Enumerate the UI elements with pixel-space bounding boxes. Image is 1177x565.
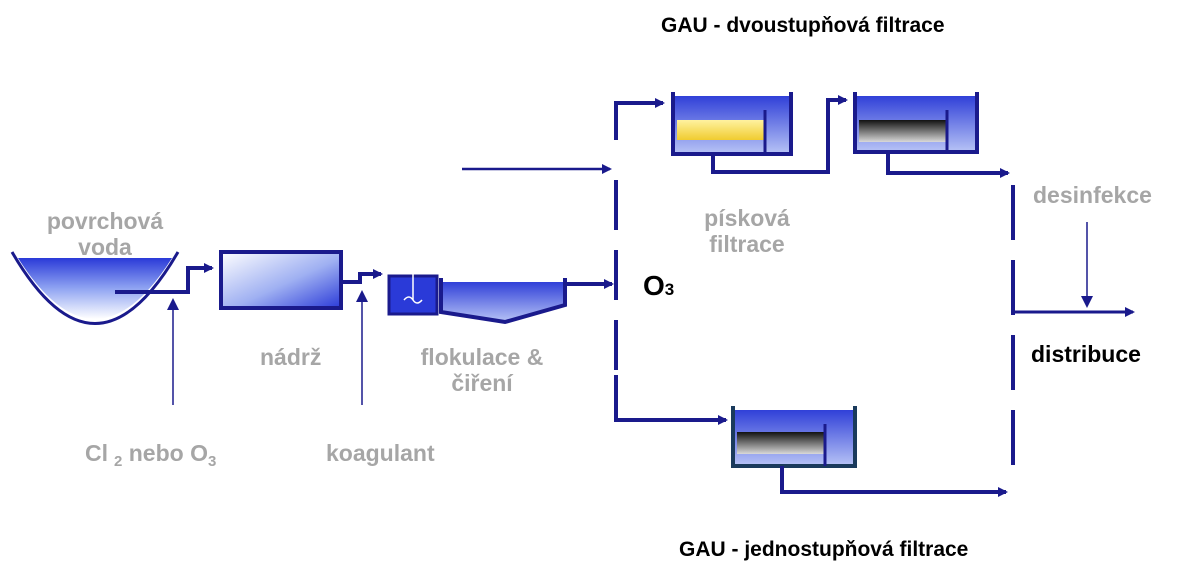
pipe-to-gau-one-stage (614, 375, 728, 425)
ozone-label: O3 (643, 270, 675, 301)
tank-label: nádrž (260, 344, 322, 370)
gau-one-stage-title: GAU - jednostupňová filtrace (679, 538, 969, 561)
surface-water-label: povrchová voda (46, 208, 164, 261)
coagulant-label: koagulant (326, 440, 435, 466)
clarifier-tank (439, 278, 567, 325)
storage-tank (219, 250, 343, 310)
surface-water-bowl (10, 251, 180, 325)
distribution-label: distribuce (1031, 341, 1141, 367)
gau-filter-two-stage (853, 92, 979, 154)
gau-filter-one-stage (731, 406, 857, 468)
flocculation-tank (387, 268, 439, 316)
pipe-tank-to-flocculation (341, 269, 383, 284)
pipe-bowl-to-tank (115, 263, 214, 294)
pipe-gau-one-to-outlet (780, 466, 1008, 497)
sand-filter-tank (671, 92, 793, 156)
disinfection-label: desinfekce (1033, 182, 1152, 208)
gau-two-stage-title: GAU - dvoustupňová filtrace (661, 14, 945, 37)
pipe-to-sand-filter (614, 98, 665, 140)
pipe-sand-to-gau (711, 95, 848, 174)
pipe-gau-two-to-outlet (886, 152, 1010, 178)
sand-filtration-label: písková filtrace (704, 205, 790, 258)
flocculation-label: flokulace & čiření (420, 344, 544, 397)
